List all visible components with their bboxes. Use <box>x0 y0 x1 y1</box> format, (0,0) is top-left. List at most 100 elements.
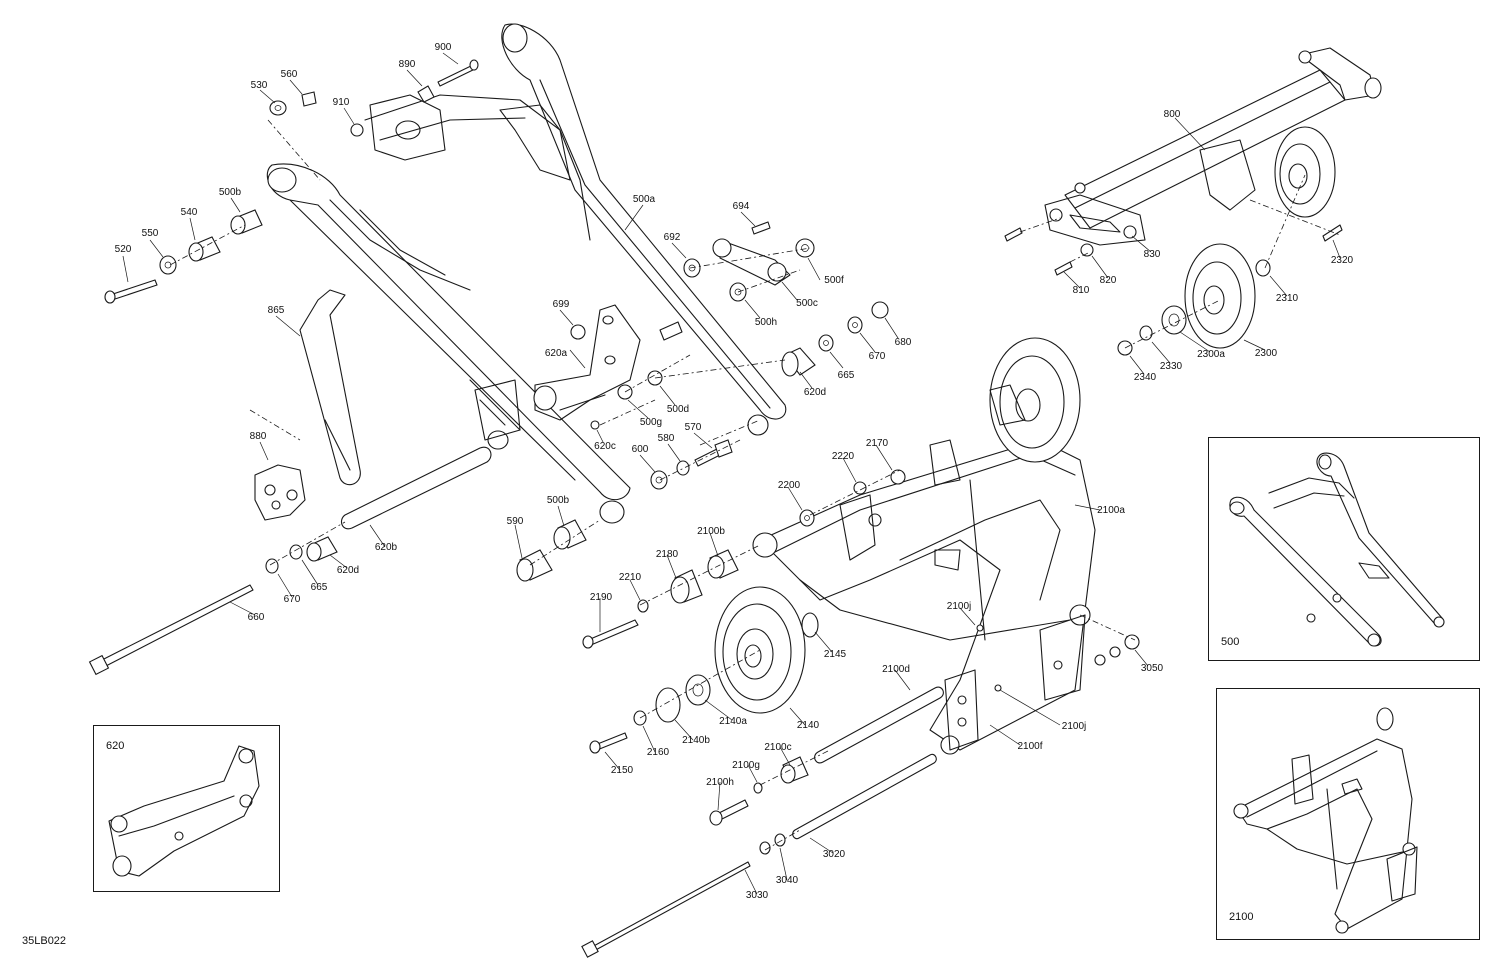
rear-arm-500a <box>266 23 787 524</box>
callout-2140b: 2140b <box>682 735 710 746</box>
left-top-hardware <box>104 209 263 304</box>
callout-2320: 2320 <box>1330 255 1354 266</box>
callout-2100h: 2100h <box>706 777 734 788</box>
callout-2220: 2220 <box>831 451 855 462</box>
callout-660: 660 <box>247 612 265 623</box>
callout-865: 865 <box>267 305 285 316</box>
callout-550: 550 <box>141 228 159 239</box>
link-500c <box>683 221 815 302</box>
callout-3020: 3020 <box>822 849 846 860</box>
front-shafts <box>581 686 944 958</box>
callout-680: 680 <box>894 337 912 348</box>
inset-2100-label: 2100 <box>1229 911 1254 923</box>
callout-520: 520 <box>114 244 132 255</box>
front-arm-2100a <box>752 439 1096 755</box>
callout-2100f: 2100f <box>1017 741 1043 752</box>
callout-620b: 620b <box>374 542 398 553</box>
callout-620a: 620a <box>544 348 568 359</box>
mid-right-hardware <box>570 301 889 430</box>
callout-500a: 500a <box>632 194 656 205</box>
callout-800: 800 <box>1163 109 1181 120</box>
callout-694: 694 <box>732 201 750 212</box>
callout-3050: 3050 <box>1140 663 1164 674</box>
wheel-2140 <box>589 586 806 754</box>
callout-2100j-bottom: 2100j <box>1061 721 1087 732</box>
callout-500c: 500c <box>796 298 818 309</box>
callout-560: 560 <box>280 69 298 80</box>
callout-699: 699 <box>552 299 570 310</box>
shaft-620b <box>340 446 492 530</box>
idler-wheel-2300 <box>1117 243 1271 356</box>
callout-830: 830 <box>1143 249 1161 260</box>
callout-500f: 500f <box>824 275 844 286</box>
wheel-upper-front <box>989 337 1081 463</box>
callout-820: 820 <box>1099 275 1117 286</box>
inset-620-label: 620 <box>106 740 125 752</box>
callout-570: 570 <box>684 422 702 433</box>
callout-500g: 500g <box>639 417 663 428</box>
inset-box-620: 620 <box>93 725 280 892</box>
callout-810: 810 <box>1072 285 1090 296</box>
callout-665-right: 665 <box>837 370 855 381</box>
callout-2100c: 2100c <box>764 742 792 753</box>
callout-500b-top: 500b <box>218 187 242 198</box>
top-washers <box>269 59 479 137</box>
callout-500d: 500d <box>666 404 690 415</box>
callout-2100a: 2100a <box>1097 505 1125 516</box>
inset-2100-drawing <box>1233 707 1418 934</box>
callout-500b-bottom: 500b <box>546 495 570 506</box>
assembly-centerlines <box>169 119 1341 851</box>
callout-2340: 2340 <box>1133 372 1157 383</box>
callout-2150: 2150 <box>610 765 634 776</box>
clip-880 <box>254 464 306 521</box>
callout-880: 880 <box>249 431 267 442</box>
inset-box-2100: 2100 <box>1216 688 1480 940</box>
callout-2310: 2310 <box>1275 293 1299 304</box>
callout-540: 540 <box>180 207 198 218</box>
callout-900: 900 <box>434 42 452 53</box>
callout-2330: 2330 <box>1159 361 1183 372</box>
callout-665-left: 665 <box>310 582 328 593</box>
callout-2180: 2180 <box>655 549 679 560</box>
callout-2140: 2140 <box>796 720 820 731</box>
callout-2200: 2200 <box>777 480 801 491</box>
bracket-620a <box>533 304 641 421</box>
front-axle-800 <box>1004 47 1382 276</box>
callout-2170: 2170 <box>865 438 889 449</box>
callout-620c: 620c <box>594 441 616 452</box>
callout-2300: 2300 <box>1254 348 1278 359</box>
callout-600: 600 <box>631 444 649 455</box>
callout-910: 910 <box>332 97 350 108</box>
callout-500h: 500h <box>754 317 778 328</box>
callout-530: 530 <box>250 80 268 91</box>
inset-620-drawing <box>108 745 260 877</box>
callout-2100d: 2100d <box>882 664 910 675</box>
callout-3030: 3030 <box>745 890 769 901</box>
callout-590: 590 <box>506 516 524 527</box>
inset-500-label: 500 <box>1221 636 1240 648</box>
shaft-660 <box>88 584 254 676</box>
callout-620d-left: 620d <box>336 565 360 576</box>
callout-890: 890 <box>398 59 416 70</box>
callout-3040: 3040 <box>775 875 799 886</box>
drawing-reference-code: 35LB022 <box>22 935 67 947</box>
callout-2140a: 2140a <box>719 716 747 727</box>
callout-670-left: 670 <box>283 594 301 605</box>
callout-2190: 2190 <box>589 592 613 603</box>
strap-865 <box>299 289 361 486</box>
leader-lines <box>122 52 1341 895</box>
callout-2160: 2160 <box>646 747 670 758</box>
callout-2100g: 2100g <box>732 760 760 771</box>
callout-2100j-top: 2100j <box>946 601 972 612</box>
callout-620d-right: 620d <box>803 387 827 398</box>
callout-670-right: 670 <box>868 351 886 362</box>
callout-2100b: 2100b <box>697 526 725 537</box>
callout-2300a: 2300a <box>1197 349 1225 360</box>
callout-2210: 2210 <box>618 572 642 583</box>
inset-500-drawing <box>1229 452 1445 647</box>
front-arm-hardware <box>582 469 1140 692</box>
callout-692: 692 <box>663 232 681 243</box>
callout-2145: 2145 <box>823 649 847 660</box>
callout-580: 580 <box>657 433 675 444</box>
